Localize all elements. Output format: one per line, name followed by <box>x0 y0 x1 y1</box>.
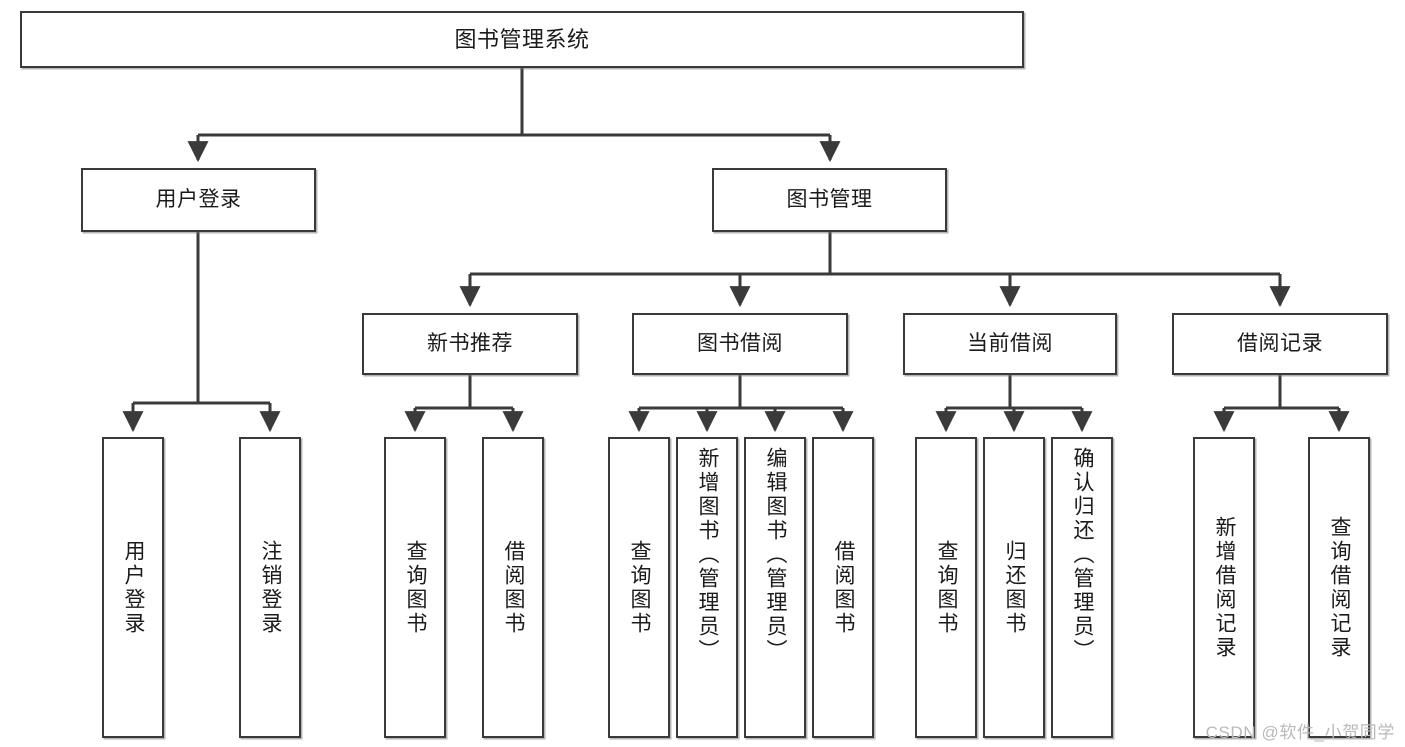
node-label: 当前借阅 <box>967 331 1053 355</box>
node-leaf-borrow-book[interactable]: 借阅图书 <box>812 437 874 738</box>
node-label: 查询图书 <box>628 539 652 636</box>
node-leaf-query-book-borrow[interactable]: 查询图书 <box>608 437 670 738</box>
node-leaf-return-book[interactable]: 归还图书 <box>983 437 1045 738</box>
node-label: 新书推荐 <box>427 331 513 355</box>
node-root-system[interactable]: 图书管理系统 <box>20 11 1024 68</box>
node-leaf-logout[interactable]: 注销登录 <box>239 437 301 738</box>
node-label: 借阅图书 <box>832 539 856 636</box>
node-label: 新增图书（管理员） <box>696 447 720 663</box>
node-book-management[interactable]: 图书管理 <box>712 168 947 232</box>
node-label: 确认归还（管理员） <box>1071 447 1095 663</box>
node-label: 图书管理系统 <box>454 26 590 52</box>
node-leaf-add-borrow-record[interactable]: 新增借阅记录 <box>1193 437 1255 738</box>
node-label: 图书管理 <box>786 187 873 211</box>
node-label: 查询图书 <box>935 539 959 636</box>
node-label: 图书借阅 <box>697 331 783 355</box>
node-label: 编辑图书（管理员） <box>764 447 788 663</box>
node-label: 归还图书 <box>1003 539 1027 636</box>
node-new-book-recommend[interactable]: 新书推荐 <box>362 313 578 375</box>
node-label: 注销登录 <box>259 539 283 636</box>
node-borrow-record[interactable]: 借阅记录 <box>1172 313 1388 375</box>
node-leaf-user-login[interactable]: 用户登录 <box>102 437 164 738</box>
watermark: CSDN @软件_小贺同学 <box>1205 723 1395 742</box>
node-current-borrow[interactable]: 当前借阅 <box>903 313 1117 375</box>
node-leaf-query-book-rec[interactable]: 查询图书 <box>384 437 446 738</box>
node-label: 查询图书 <box>404 539 428 636</box>
node-label: 新增借阅记录 <box>1213 515 1237 660</box>
node-leaf-query-borrow-record[interactable]: 查询借阅记录 <box>1308 437 1370 738</box>
node-label: 用户登录 <box>155 187 242 211</box>
node-book-borrow[interactable]: 图书借阅 <box>632 313 848 375</box>
node-label: 借阅图书 <box>502 539 526 636</box>
node-leaf-borrow-book-rec[interactable]: 借阅图书 <box>482 437 544 738</box>
node-leaf-add-book-admin[interactable]: 新增图书（管理员） <box>676 437 738 738</box>
node-user-login[interactable]: 用户登录 <box>81 168 316 232</box>
node-leaf-query-book-current[interactable]: 查询图书 <box>915 437 977 738</box>
node-label: 借阅记录 <box>1237 331 1323 355</box>
node-label: 用户登录 <box>122 539 146 636</box>
node-label: 查询借阅记录 <box>1328 515 1352 660</box>
node-leaf-confirm-return-admin[interactable]: 确认归还（管理员） <box>1051 437 1113 738</box>
node-leaf-edit-book-admin[interactable]: 编辑图书（管理员） <box>744 437 806 738</box>
